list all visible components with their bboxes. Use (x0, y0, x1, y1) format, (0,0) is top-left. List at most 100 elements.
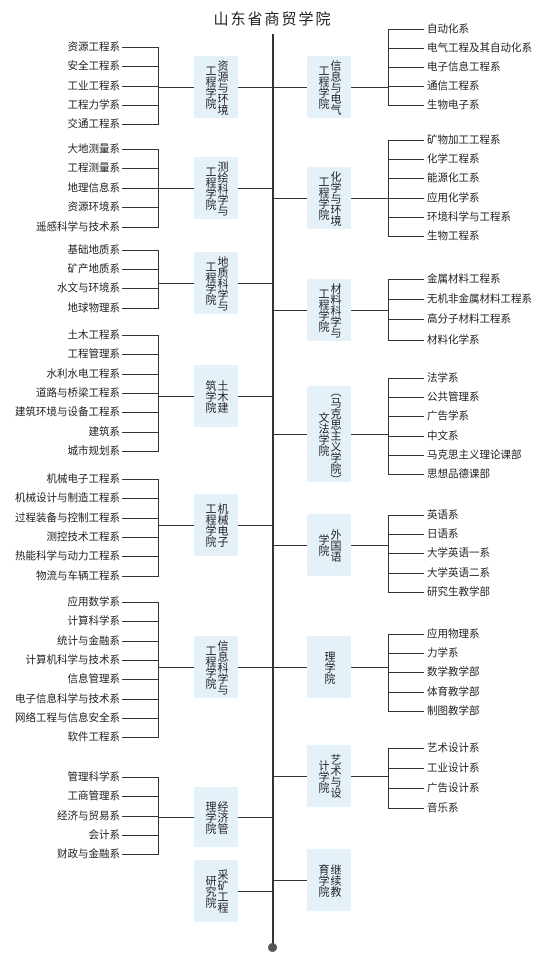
department-label[interactable]: 安全工程系 (67, 60, 121, 73)
department-label[interactable]: 矿产地质系 (67, 263, 121, 276)
department-label[interactable]: 计算科学系 (67, 615, 121, 628)
department-label[interactable]: 工程测量系 (67, 162, 121, 175)
college-box[interactable]: 艺术与设计学院 (307, 745, 351, 807)
college-box[interactable]: 理学院 (307, 636, 351, 698)
department-label[interactable]: 大学英语一系 (427, 547, 490, 560)
dept-tick-line (388, 279, 424, 280)
college-connector-line (274, 434, 307, 435)
department-label[interactable]: 金属材料工程系 (427, 273, 501, 285)
department-label[interactable]: 建筑系 (88, 425, 121, 438)
college-box[interactable]: 信息与电气工程学院 (307, 56, 351, 118)
department-label[interactable]: 自动化系 (427, 23, 469, 35)
department-label[interactable]: 广告设计系 (427, 782, 480, 794)
college-name-line: 工程学院 (317, 65, 330, 109)
department-label[interactable]: 思想品德课部 (427, 468, 490, 480)
department-label[interactable]: 数学教学部 (427, 666, 480, 679)
department-label[interactable]: 机械设计与制造工程系 (15, 492, 120, 505)
department-label[interactable]: 工程管理系 (67, 348, 121, 361)
department-label[interactable]: 机械电子工程系 (46, 473, 121, 485)
department-label[interactable]: 应用化学系 (427, 191, 480, 204)
department-label[interactable]: 资源工程系 (67, 41, 121, 53)
department-label[interactable]: 公共管理系 (427, 391, 480, 404)
department-label[interactable]: 电子信息科学与技术系 (15, 692, 120, 705)
dept-tick-line (122, 796, 158, 798)
department-label[interactable]: 生物工程系 (427, 230, 480, 242)
department-label[interactable]: 广告学系 (427, 410, 469, 423)
department-label[interactable]: 工商管理系 (67, 790, 121, 803)
department-label[interactable]: 物流与车辆工程系 (36, 569, 120, 582)
department-label[interactable]: 过程装备与控制工程系 (15, 511, 120, 524)
dept-tick-line (388, 515, 424, 516)
department-label[interactable]: 热能科学与动力工程系 (15, 550, 120, 563)
department-label[interactable]: 经济与贸易系 (57, 809, 120, 822)
department-label[interactable]: 工程力学系 (67, 98, 121, 111)
college-box[interactable]: 资源与环境工程学院 (194, 56, 238, 118)
department-label[interactable]: 信息管理系 (67, 673, 121, 686)
department-label[interactable]: 环境科学与工程系 (427, 210, 511, 223)
dept-tick-line (388, 808, 424, 809)
department-label[interactable]: 大地测量系 (67, 143, 121, 155)
department-label[interactable]: 基础地质系 (67, 244, 121, 256)
department-label[interactable]: 生物电子系 (427, 99, 480, 111)
dept-tick-line (122, 698, 158, 700)
department-label[interactable]: 通信工程系 (427, 80, 480, 92)
department-label[interactable]: 工业设计系 (427, 762, 480, 774)
college-box[interactable]: 土木建筑学院 (194, 365, 238, 427)
department-label[interactable]: 应用数学系 (67, 596, 121, 608)
department-label[interactable]: 交通工程系 (67, 118, 121, 131)
department-label[interactable]: 土木工程系 (67, 329, 121, 341)
college-box[interactable]: 材料科学与工程学院 (307, 279, 351, 341)
department-label[interactable]: 音乐系 (427, 802, 459, 814)
department-label[interactable]: 水利水电工程系 (46, 367, 121, 380)
college-box[interactable]: 经济管理学院 (194, 787, 238, 847)
college-box[interactable]: 化学与环境工程学院 (307, 167, 351, 229)
department-label[interactable]: 能源化工系 (427, 172, 480, 185)
department-label[interactable]: 马克思主义理论课部 (427, 448, 522, 461)
college-box[interactable]: 机械电子工程学院 (194, 494, 238, 556)
department-label[interactable]: 道路与桥梁工程系 (36, 386, 120, 399)
college-box[interactable]: 测绘科学与工程学院 (194, 157, 238, 219)
department-label[interactable]: 艺术设计系 (427, 742, 480, 754)
department-label[interactable]: 测控技术工程系 (46, 530, 121, 543)
department-label[interactable]: 制图教学部 (427, 704, 480, 717)
college-box[interactable]: （马克思主义学院）文法学院 (307, 386, 351, 485)
department-label[interactable]: 统计与金融系 (57, 634, 120, 647)
department-label[interactable]: 电气工程及其自动化系 (427, 42, 532, 54)
department-label[interactable]: 化学工程系 (427, 153, 480, 166)
dept-tick-line (388, 339, 424, 341)
department-label[interactable]: 地理信息系 (67, 181, 121, 194)
department-label[interactable]: 地球物理系 (67, 301, 121, 314)
dept-tick-line (388, 178, 424, 180)
college-box[interactable]: 地质科学与工程学院 (194, 252, 238, 314)
department-label[interactable]: 电子信息工程系 (427, 61, 501, 73)
department-label[interactable]: 软件工程系 (67, 731, 121, 744)
department-label[interactable]: 计算机科学与技术系 (25, 653, 121, 666)
department-label[interactable]: 应用物理系 (427, 628, 480, 640)
department-label[interactable]: 力学系 (427, 647, 459, 660)
department-label[interactable]: 材料化学系 (427, 333, 480, 346)
department-label[interactable]: 无机非金属材料工程系 (427, 293, 532, 306)
department-label[interactable]: 遥感科学与技术系 (36, 220, 120, 233)
department-label[interactable]: 体育教学部 (427, 685, 480, 698)
department-label[interactable]: 矿物加工工程系 (427, 134, 501, 146)
department-label[interactable]: 中文系 (427, 429, 459, 442)
department-label[interactable]: 资源环境系 (67, 201, 121, 214)
department-label[interactable]: 水文与环境系 (57, 282, 120, 295)
department-label[interactable]: 研究生教学部 (427, 585, 490, 598)
department-label[interactable]: 财政与金融系 (57, 848, 120, 861)
department-label[interactable]: 法学系 (427, 372, 459, 384)
college-box[interactable]: 继续教育学院 (307, 849, 351, 911)
college-box[interactable]: 外国语学院 (307, 514, 351, 576)
department-label[interactable]: 管理科学系 (67, 771, 121, 783)
department-label[interactable]: 英语系 (427, 509, 459, 521)
department-label[interactable]: 大学英语二系 (427, 566, 490, 579)
department-label[interactable]: 高分子材料工程系 (427, 313, 511, 326)
department-label[interactable]: 城市规划系 (67, 444, 121, 457)
department-label[interactable]: 建筑环境与设备工程系 (15, 406, 120, 419)
department-label[interactable]: 会计系 (88, 828, 121, 841)
department-label[interactable]: 网络工程与信息安全系 (15, 711, 120, 724)
department-label[interactable]: 日语系 (427, 528, 459, 541)
college-box[interactable]: 采矿工程研究院 (194, 860, 238, 922)
college-box[interactable]: 信息科学与工程学院 (194, 636, 238, 698)
department-label[interactable]: 工业工程系 (67, 79, 121, 92)
